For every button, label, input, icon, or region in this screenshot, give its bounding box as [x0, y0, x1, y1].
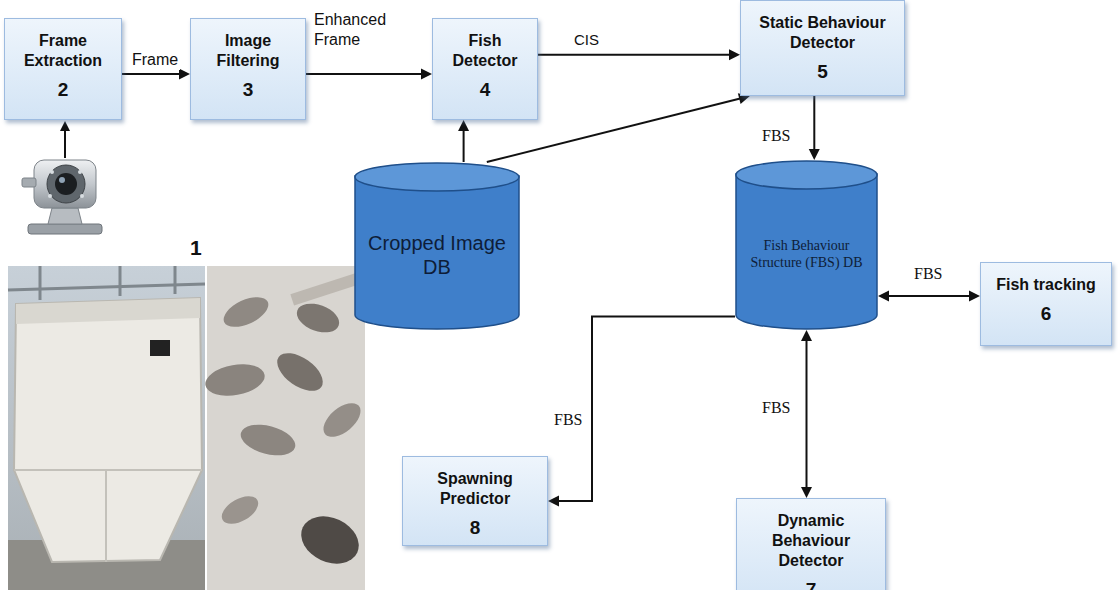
box-title: Static Behaviour Detector [749, 13, 896, 53]
connector-line [806, 339, 808, 489]
arrowhead [729, 49, 740, 60]
connector-line [887, 295, 971, 297]
connector-arrow [122, 69, 190, 80]
database-label: Fish Behaviour Structure (FBS) DB [735, 160, 878, 330]
database-name: Fish Behaviour Structure (FBS) DB [745, 237, 868, 271]
edge-label: FBS [912, 264, 944, 284]
database-cylinder: Cropped Image DB [354, 162, 520, 330]
callout-number: 1 [190, 236, 202, 260]
camera-arrow [60, 121, 70, 158]
connector-arrow [809, 96, 820, 160]
arrowhead [801, 330, 812, 341]
arrowhead [179, 69, 190, 80]
process-box: Dynamic Behaviour Detector 7 [736, 498, 886, 590]
arrowhead [801, 487, 812, 498]
arrowhead [458, 120, 469, 131]
cylinder-top [736, 161, 877, 189]
database-name: Cropped Image DB [364, 231, 510, 279]
callout-number: 6 [1041, 303, 1052, 325]
arrowhead [969, 291, 980, 302]
edge-label: Frame [130, 50, 180, 70]
callout-number: 3 [243, 79, 254, 101]
box-title: Dynamic Behaviour Detector [745, 511, 877, 571]
tank-photo [8, 266, 205, 590]
box-title: Frame Extraction [13, 31, 113, 71]
fish-photo [203, 266, 380, 590]
callout-number: 4 [480, 79, 491, 101]
connector-arrow [306, 69, 432, 80]
edge-label: FBS [760, 126, 792, 146]
box-title: Spawning Predictor [411, 469, 539, 509]
callout-number: 2 [58, 79, 69, 101]
callout-number: 7 [806, 579, 817, 590]
camera-icon [22, 160, 102, 234]
connector-line [122, 73, 181, 75]
connector-arrow [548, 316, 735, 506]
edge-label: CIS [572, 30, 601, 49]
callout-number: 8 [470, 517, 481, 539]
process-box: Image Filtering 3 [190, 18, 306, 120]
callout-number: 5 [817, 61, 828, 83]
process-box: Frame Extraction 2 [4, 18, 122, 120]
database-cylinder: Fish Behaviour Structure (FBS) DB [735, 160, 878, 330]
connector-arrow [538, 49, 740, 60]
edge-label: Enhanced Frame [312, 10, 400, 50]
arrowhead [548, 496, 559, 507]
arrowhead [809, 149, 820, 160]
box-title: Image Filtering [199, 31, 297, 71]
database-label: Cropped Image DB [354, 162, 520, 330]
connector-arrow [878, 291, 980, 302]
edge-label: FBS [552, 410, 584, 430]
process-box: Static Behaviour Detector 5 [740, 0, 905, 96]
cylinder-body [736, 174, 877, 329]
connector-arrow [801, 330, 812, 498]
box-title: Fish tracking [996, 275, 1096, 295]
cylinder-body [355, 176, 519, 329]
arrowhead [878, 291, 889, 302]
box-title: Fish Detector [441, 31, 529, 71]
connector-line [538, 54, 731, 56]
cylinder-top [355, 163, 519, 191]
connector-line [813, 96, 815, 151]
process-box: Fish tracking 6 [980, 262, 1112, 346]
process-box: Fish Detector 4 [432, 18, 538, 120]
connector-line [306, 73, 423, 75]
connector-arrow [458, 120, 469, 162]
connector-line [463, 129, 465, 162]
edge-label: FBS [760, 398, 792, 418]
connector-line [557, 316, 735, 501]
process-box: Spawning Predictor 8 [402, 456, 548, 546]
arrowhead [421, 69, 432, 80]
